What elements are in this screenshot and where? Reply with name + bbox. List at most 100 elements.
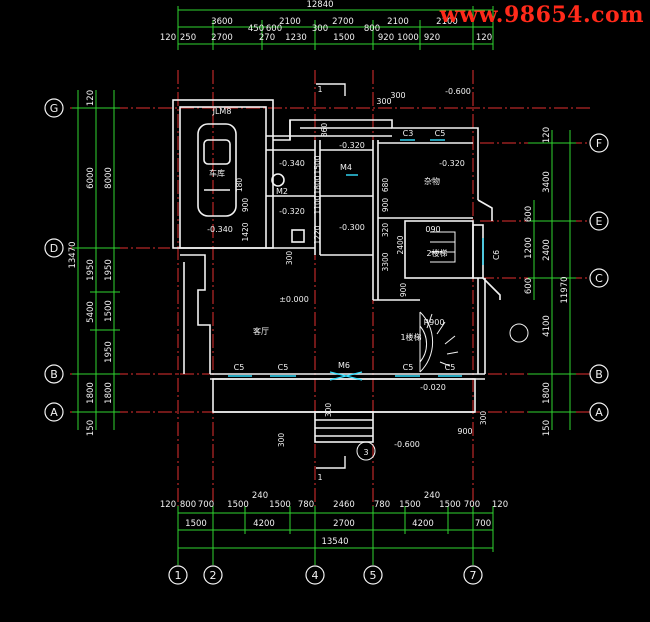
dim-top: 920 <box>424 33 440 43</box>
dim-right: 600 <box>524 206 534 222</box>
window-label: C6 <box>492 250 501 260</box>
dimension-lines <box>72 6 576 565</box>
dim-bottom: 120 <box>492 500 508 510</box>
door-label: M6 <box>338 361 350 370</box>
dim-bottom-total: 13540 <box>321 537 348 547</box>
dim-left: 120 <box>86 90 96 106</box>
garage-door-label: JLM8 <box>212 107 232 116</box>
dim-bottom: 4200 <box>412 519 434 529</box>
spiral-stair <box>419 231 459 373</box>
dim-left: 1500 <box>104 300 114 322</box>
dim-label: 300 <box>277 433 286 448</box>
dim-right: 3400 <box>542 171 552 193</box>
dim-top: 2100 <box>436 17 458 27</box>
dim-top: 2700 <box>332 17 354 27</box>
dim-right-total: 11970 <box>560 276 570 303</box>
dim-top: 2100 <box>279 17 301 27</box>
axis-label: 4 <box>312 569 319 582</box>
car-outline <box>197 123 237 217</box>
level-label: ±0.000 <box>279 295 309 304</box>
door-label: M4 <box>340 163 352 172</box>
dim-bottom: 1500 <box>269 500 291 510</box>
dim-bottom: 1500 <box>399 500 421 510</box>
axis-label: C <box>595 272 603 285</box>
dim-label: 1800 <box>313 175 322 194</box>
dim-top: 600 <box>266 24 282 34</box>
level-label: -0.600 <box>394 440 420 449</box>
dim-top: 2100 <box>387 17 409 27</box>
dim-bottom: 780 <box>374 500 390 510</box>
washbasin-icon <box>291 229 305 243</box>
dim-top: 450 <box>248 24 264 34</box>
level-label: -0.020 <box>420 383 446 392</box>
dim-label: 300 <box>479 411 488 426</box>
dim-left-total: 13470 <box>68 241 78 268</box>
dim-left: 1800 <box>104 382 114 404</box>
dim-bottom: 1500 <box>185 519 207 529</box>
dim-label: 320 <box>381 223 390 238</box>
dim-right: 2400 <box>542 239 552 261</box>
dim-bottom: 2700 <box>333 519 355 529</box>
walls <box>172 99 501 443</box>
axis-label: E <box>596 215 603 228</box>
dim-bottom: 700 <box>198 500 214 510</box>
axis-label: 7 <box>470 569 477 582</box>
dim-left: 1800 <box>86 382 96 404</box>
dim-top: 1000 <box>397 33 419 43</box>
dim-label: 300 <box>324 403 333 418</box>
dim-right: 1800 <box>542 382 552 404</box>
garage-label: 车库 <box>209 168 225 178</box>
level-label: -0.320 <box>279 207 305 216</box>
axis-label: 1 <box>175 569 182 582</box>
north-arrow <box>509 323 529 343</box>
dim-bottom: 800 <box>180 500 196 510</box>
window-label: C5 <box>435 129 446 138</box>
dim-label: 1420 <box>241 222 250 241</box>
axis-label: 2 <box>210 569 217 582</box>
dim-label: 3300 <box>381 252 390 271</box>
dim-bottom: 2460 <box>333 500 355 510</box>
window-label: C5 <box>234 363 245 372</box>
dim-bottom: 240 <box>252 491 268 501</box>
watermark-text: www.98654.com <box>439 2 644 28</box>
section-markers <box>316 83 346 469</box>
dim-label: 900 <box>381 198 390 213</box>
dim-bottom: 780 <box>298 500 314 510</box>
axis-label: G <box>50 102 59 115</box>
window-label: C3 <box>403 129 414 138</box>
section-label: 1 <box>317 85 322 94</box>
dim-label: 1100 <box>313 195 322 214</box>
axis-label: D <box>50 242 58 255</box>
section-label: 3 <box>363 448 368 457</box>
axis-label: 5 <box>370 569 377 582</box>
dim-bottom: 1500 <box>439 500 461 510</box>
dim-left: 8000 <box>104 167 114 189</box>
dim-label: 900 <box>241 198 250 213</box>
dim-label: 900 <box>457 427 472 436</box>
axis-label: F <box>596 137 602 150</box>
dim-label: 1500 <box>313 155 322 174</box>
dim-top: 920 <box>378 33 394 43</box>
dim-top: 120 <box>160 33 176 43</box>
dim-top: 2700 <box>211 33 233 43</box>
dim-label: 860 <box>320 123 329 138</box>
living-room-label: 客厅 <box>253 326 269 336</box>
window-label: C5 <box>445 363 456 372</box>
dim-left: 6000 <box>86 167 96 189</box>
dim-right: 150 <box>542 420 552 436</box>
dim-left: 5400 <box>86 301 96 323</box>
toilet-icon <box>271 173 285 187</box>
level-label: -0.340 <box>279 159 305 168</box>
dim-label: 090 <box>425 225 440 234</box>
storage-label: 杂物 <box>424 176 440 186</box>
level-label: -0.340 <box>207 225 233 234</box>
dim-top: 270 <box>259 33 275 43</box>
section-label: 1 <box>317 473 322 482</box>
dim-bottom: 700 <box>475 519 491 529</box>
level-label: -0.600 <box>445 87 471 96</box>
dim-right: 120 <box>542 127 552 143</box>
axis-lines <box>70 70 590 560</box>
axis-label: A <box>595 406 603 419</box>
axis-label: B <box>50 368 58 381</box>
